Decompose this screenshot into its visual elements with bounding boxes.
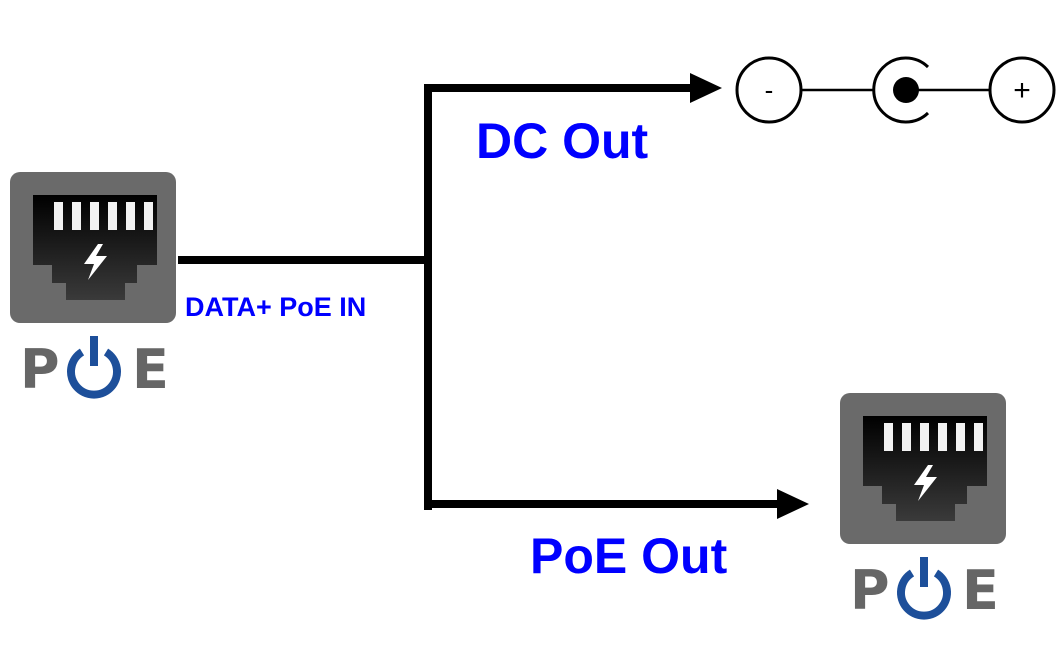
positive-sign: + bbox=[1013, 74, 1031, 107]
barrel-sleeve-icon bbox=[872, 56, 930, 124]
poe-letter-p: P bbox=[20, 338, 60, 401]
power-icon bbox=[67, 336, 121, 399]
poe-letter-e: E bbox=[962, 559, 999, 622]
poe-out-arrow-icon bbox=[777, 489, 809, 519]
poe-letter-e: E bbox=[132, 338, 169, 401]
poe-letter-p: P bbox=[850, 559, 890, 622]
negative-sign: - bbox=[765, 75, 774, 105]
dc-jack-symbol: - + bbox=[735, 56, 1056, 124]
center-pin-icon bbox=[893, 77, 919, 103]
poe-out-label: PoE Out bbox=[530, 528, 728, 584]
data-poe-in-label: DATA+ PoE IN bbox=[185, 292, 366, 322]
dc-out-arrow-icon bbox=[690, 73, 722, 103]
power-icon bbox=[897, 557, 951, 620]
poe-out-port-icon: P E bbox=[840, 393, 1006, 622]
positive-terminal bbox=[988, 56, 1056, 124]
negative-terminal bbox=[735, 56, 803, 124]
dc-out-label: DC Out bbox=[476, 113, 649, 169]
poe-in-port-icon: P E bbox=[10, 172, 176, 401]
connection-lines bbox=[178, 73, 809, 519]
